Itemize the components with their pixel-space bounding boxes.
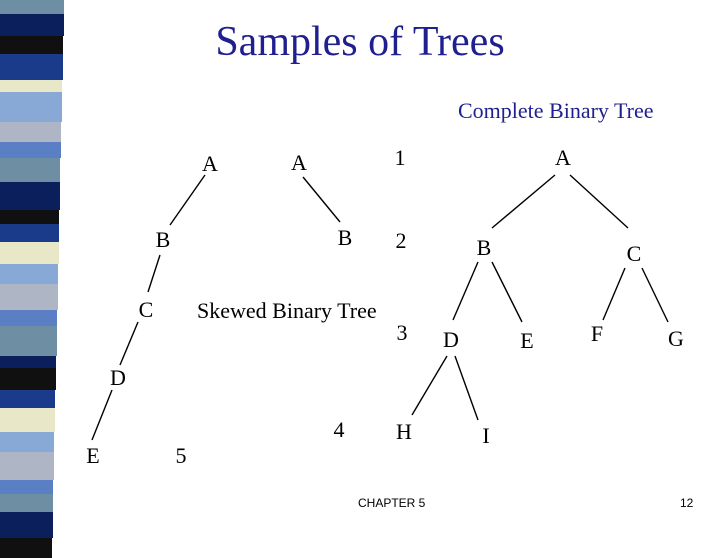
stripe-block [0, 310, 57, 326]
stripe-block [0, 452, 54, 480]
stripe-block [0, 122, 61, 142]
complete-node-a: A [555, 145, 571, 170]
stripe-block [0, 182, 60, 210]
edge-complete-a-b [491, 174, 556, 229]
stripe-block [0, 356, 56, 368]
stripe-block [0, 368, 56, 390]
stripe-block [0, 512, 53, 538]
stripe-block [0, 0, 64, 14]
edge-complete-a-c [569, 174, 629, 229]
edge-complete-d-h [411, 355, 448, 416]
complete-node-i: I [482, 423, 490, 448]
skewed-node-d: D [110, 365, 126, 390]
skewed-node-b: B [155, 227, 171, 252]
stripe-block [0, 390, 55, 408]
stripe-block [0, 54, 63, 80]
complete-node-d: D [443, 327, 459, 352]
stripe-block [0, 142, 61, 158]
complete-node-g: G [668, 326, 684, 351]
level-number-4: 4 [333, 417, 345, 442]
slide-title: Samples of Trees [215, 19, 505, 65]
skewed-binary-tree-label: Skewed Binary Tree [197, 298, 377, 323]
skewed-node-e: E [86, 443, 100, 468]
stripe-block [0, 538, 52, 558]
stripe-block [0, 210, 59, 224]
level-number-5: 5 [175, 443, 187, 468]
edge-complete-b-e [491, 261, 523, 323]
edge-skewed-d-e [91, 389, 113, 441]
complete-node-e: E [520, 328, 534, 353]
level-number-1: 1 [394, 145, 406, 170]
stripe-block [0, 224, 59, 242]
stripe-block [0, 494, 53, 512]
stripe-block [0, 264, 58, 284]
stripe-block [0, 480, 53, 494]
level-number-2: 2 [395, 228, 407, 253]
edge-complete-d-i [454, 355, 479, 421]
stripe-block [0, 14, 64, 36]
stripe-block [0, 92, 62, 122]
edge-small-a-b [302, 176, 341, 223]
complete-node-f: F [590, 321, 604, 346]
edge-complete-c-f [602, 267, 626, 321]
tree-edges [91, 174, 669, 441]
stripe-block [0, 408, 55, 432]
stripe-block [0, 158, 60, 182]
stripe-block [0, 432, 54, 452]
level-number-3: 3 [396, 320, 408, 345]
complete-node-b: B [476, 235, 492, 260]
edge-skewed-a-b [169, 174, 206, 226]
complete-node-c: C [626, 241, 642, 266]
complete-binary-tree-label: Complete Binary Tree [458, 98, 654, 123]
edge-skewed-b-c [147, 254, 161, 293]
skewed-node-a: A [202, 151, 218, 176]
stripe-block [0, 80, 62, 92]
stripe-block [0, 326, 57, 356]
stripe-block [0, 36, 63, 54]
stripe-block [0, 242, 59, 264]
footer-page-number: 12 [680, 496, 694, 510]
footer-chapter: CHAPTER 5 [358, 496, 426, 510]
stripe-block [0, 284, 58, 310]
small-node-a: A [291, 150, 307, 175]
edge-complete-b-d [452, 261, 479, 321]
complete-node-h: H [396, 419, 412, 444]
decorative-stripe [0, 0, 64, 558]
skewed-node-c: C [138, 297, 154, 322]
edge-complete-c-g [641, 267, 669, 323]
small-node-b: B [337, 225, 353, 250]
edge-skewed-c-d [119, 321, 139, 366]
